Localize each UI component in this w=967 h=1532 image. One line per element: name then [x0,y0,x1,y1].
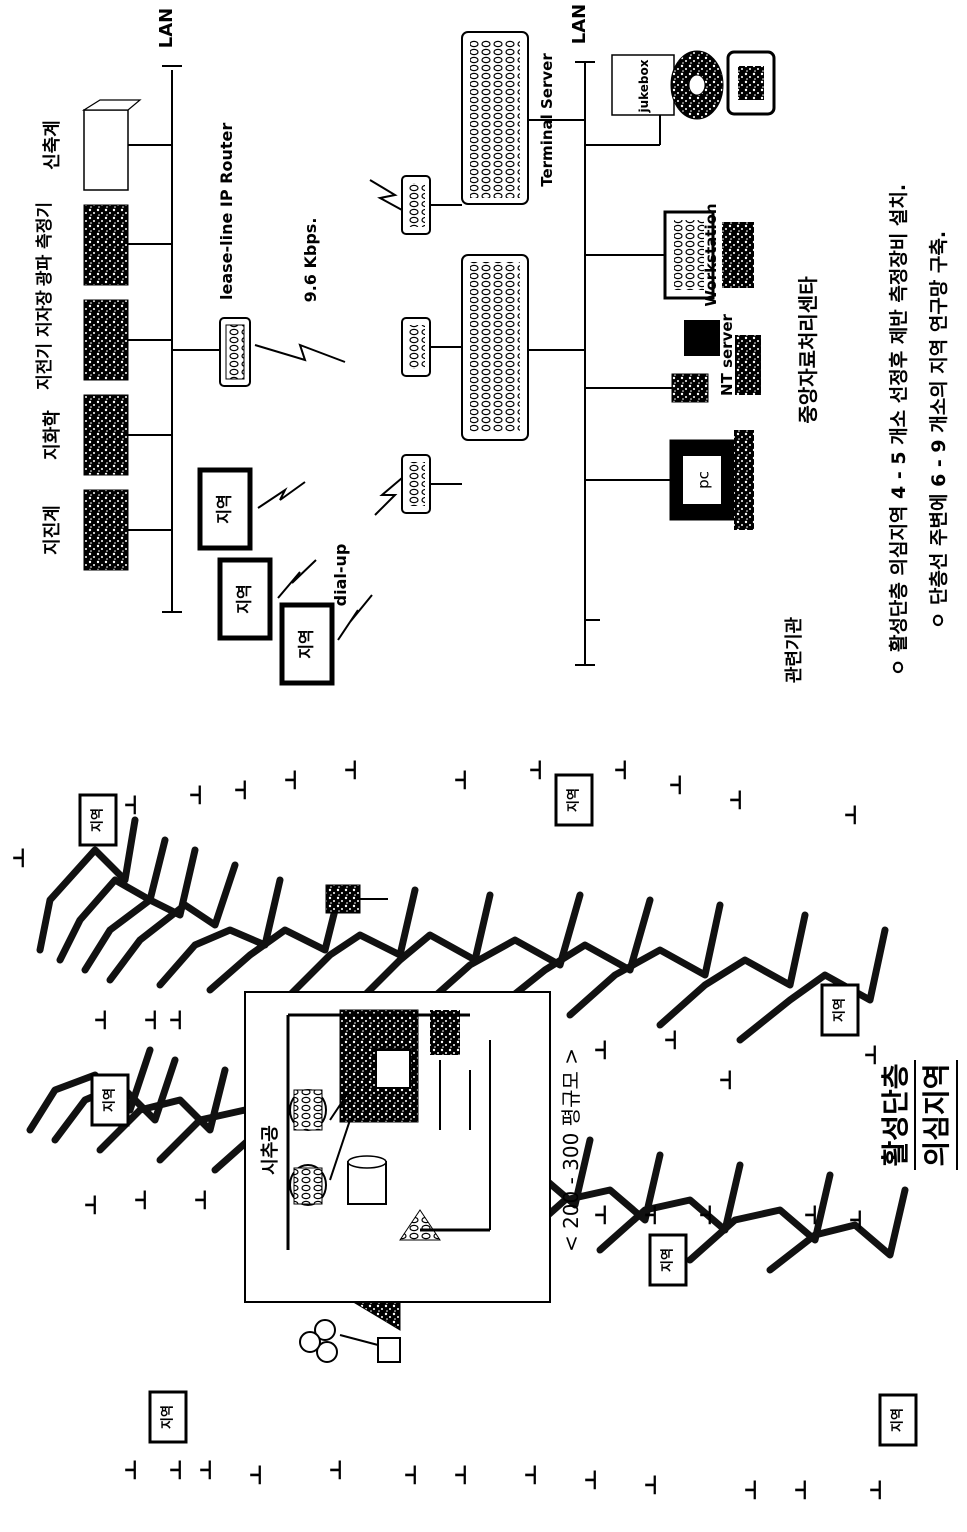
note-2: ㅇ 단층선 주변에 6 - 9 개소의 지역 연구망 구축. [928,231,950,629]
svg-text:ㅗ: ㅗ [231,780,256,800]
svg-text:ㅗ: ㅗ [81,1195,106,1215]
workstation-label: Workstation [702,203,720,306]
map-region-label: 지역 [566,788,582,812]
svg-text:ㅗ: ㅗ [641,1205,666,1225]
svg-text:ㅗ: ㅗ [91,1010,116,1030]
svg-text:ㅗ: ㅗ [666,775,691,795]
device-label-geochemistry: 지화학 [41,410,63,460]
map-region-label: 지역 [102,1088,118,1112]
svg-text:ㅗ: ㅗ [611,760,636,780]
map-region-label: 지역 [90,808,106,832]
map-region-label: 지역 [660,1248,676,1272]
device-label-extensometer: 신축계 [42,120,63,170]
svg-text:ㅗ: ㅗ [716,1070,741,1090]
optical-disc [671,51,723,119]
svg-text:ㅗ: ㅗ [186,785,211,805]
region-label: 지역 [297,629,316,658]
network-diagram: LAN 지진계 지화학 지전기 지자장 광파 측정기 신축계 [35,4,820,683]
dialup-regions: 지역 지역 지역 dial-up [200,470,372,683]
svg-text:ㅗ: ㅗ [801,1205,826,1225]
svg-text:ㅗ: ㅗ [591,1040,616,1060]
inset-title: 시추공 [260,1125,281,1175]
map-title-line2: 의심지역 [920,1063,953,1166]
device-lightwave: 광파 측정기 [35,202,172,286]
modems [370,176,462,515]
svg-text:ㅗ: ㅗ [131,1190,156,1210]
svg-text:ㅗ: ㅗ [451,770,476,790]
svg-text:ㅗ: ㅗ [196,1460,221,1480]
borehole-inset: 시추공 [245,992,550,1302]
scale-label: < 200 - 300 평규모 > [559,1048,583,1252]
jukebox: jukebox [612,55,674,115]
device-extensometer: 신축계 [42,100,172,190]
svg-text:ㅗ: ㅗ [246,1465,271,1485]
svg-text:ㅗ: ㅗ [451,1465,476,1485]
svg-text:ㅗ: ㅗ [326,1460,351,1480]
map-title-line1: 활성단층 [879,1063,912,1166]
svg-text:ㅗ: ㅗ [866,1480,891,1500]
pc-label: pc [695,471,713,489]
svg-text:ㅗ: ㅗ [791,1480,816,1500]
device-label-lightwave: 광파 측정기 [35,202,55,286]
svg-text:ㅗ: ㅗ [591,1205,616,1225]
svg-text:ㅗ: ㅗ [166,1010,191,1030]
svg-text:ㅗ: ㅗ [9,848,34,868]
map-region-label: 지역 [160,1405,176,1429]
svg-text:ㅗ: ㅗ [141,1010,166,1030]
svg-text:ㅗ: ㅗ [641,1475,666,1495]
svg-text:ㅗ: ㅗ [741,1480,766,1500]
svg-text:ㅗ: ㅗ [521,1465,546,1485]
fault-map: ㅗ ㅗ ㅗ ㅗ ㅗ ㅗ ㅗ ㅗ ㅗ ㅗ ㅗ ㅗ ㅗ ㅗ ㅗ ㅗ ㅗ ㅗ ㅗ ㅗ … [9,760,957,1500]
station-icon [326,885,388,913]
terminal-server: Terminal Server [462,32,585,204]
svg-text:ㅗ: ㅗ [726,790,751,810]
svg-text:ㅗ: ㅗ [191,1190,216,1210]
lan-label-left: LAN [156,8,177,48]
map-region-label: 지역 [890,1408,906,1432]
lan-label-right: LAN [569,4,590,44]
svg-text:ㅗ: ㅗ [841,805,866,825]
svg-text:ㅗ: ㅗ [581,1470,606,1490]
svg-text:ㅗ: ㅗ [846,1210,871,1230]
device-label-seismometer: 지진계 [42,505,63,555]
notes: ㅇ 활성단층 의심지역 4 - 5 개소 선정후 제반 측정장비 설치. ㅇ 단… [888,184,950,676]
svg-text:ㅗ: ㅗ [661,1030,686,1050]
router-label: lease-line IP Router [217,123,236,300]
device-geoelectric: 지전기 지자장 [35,290,172,390]
pc: pc [670,430,754,530]
svg-text:ㅗ: ㅗ [401,1465,426,1485]
svg-text:ㅗ: ㅗ [696,1205,721,1225]
jukebox-label: jukebox [637,59,651,113]
region-label: 지역 [235,584,254,613]
svg-text:ㅗ: ㅗ [121,795,146,815]
device-geochemistry: 지화학 [41,395,172,475]
svg-text:ㅗ: ㅗ [281,770,306,790]
svg-text:ㅗ: ㅗ [166,1460,191,1480]
map-title: 활성단층 의심지역 [879,1060,957,1170]
leased-line-bolt [255,345,345,362]
dialup-label: dial-up [331,544,350,607]
device-seismometer: 지진계 [42,490,172,570]
region-label: 지역 [215,494,234,523]
workstation: Workstation [665,203,754,306]
center-label: 중앙자료처리센타 [796,276,820,424]
map-region-label: 지역 [832,998,848,1022]
svg-text:ㅗ: ㅗ [526,760,551,780]
tape-drive [728,52,774,114]
svg-text:ㅗ: ㅗ [121,1460,146,1480]
device-label-geoelectric: 지전기 지자장 [35,290,55,390]
svg-text:ㅗ: ㅗ [341,760,366,780]
agency-label: 관련기관 [784,616,805,683]
nt-server-label: NT server [718,313,736,395]
speed-label: 9.6 Kbps. [301,218,320,303]
svg-text:ㅗ: ㅗ [861,1045,886,1065]
nt-server: NT server [672,313,761,402]
ip-router: lease-line IP Router [172,123,250,386]
note-1: ㅇ 활성단층 의심지역 4 - 5 개소 선정후 제반 측정장비 설치. [888,184,910,676]
central-hub [462,255,585,440]
